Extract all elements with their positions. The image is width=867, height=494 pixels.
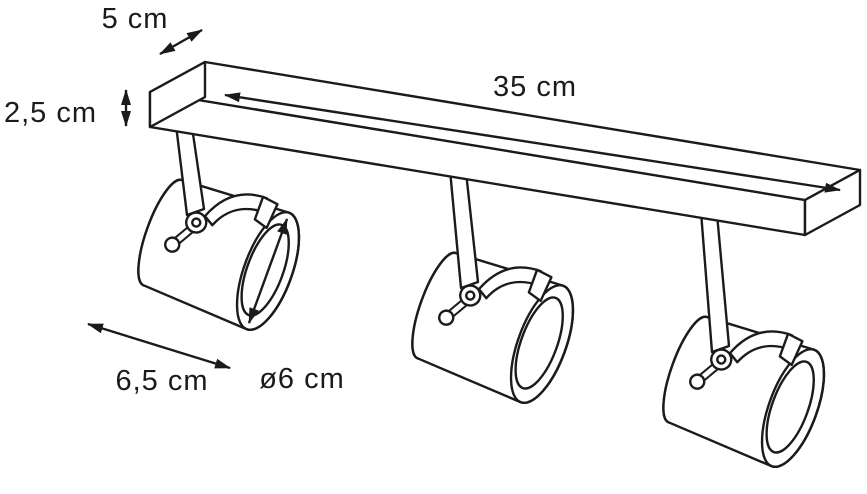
spot-length-dimension-label: 6,5 cm <box>115 365 208 397</box>
spotlight-1 <box>127 163 314 337</box>
bar-left-end-face <box>148 60 207 129</box>
length-dimension-label: 35 cm <box>493 71 577 103</box>
spotlight-3 <box>652 300 839 474</box>
diameter-dimension-arrow <box>247 218 289 324</box>
length-dimension-arrow <box>224 92 841 193</box>
depth-dimension-arrow <box>159 28 203 56</box>
height-dimension-label: 2,5 cm <box>4 97 97 129</box>
spotlight-2 <box>401 236 588 410</box>
spot-diameter-dimension-label: ø6 cm <box>259 363 345 395</box>
bar-right-end-face <box>803 168 862 237</box>
spot-length-dimension-arrow <box>87 322 231 370</box>
depth-dimension-label: 5 cm <box>102 3 169 35</box>
